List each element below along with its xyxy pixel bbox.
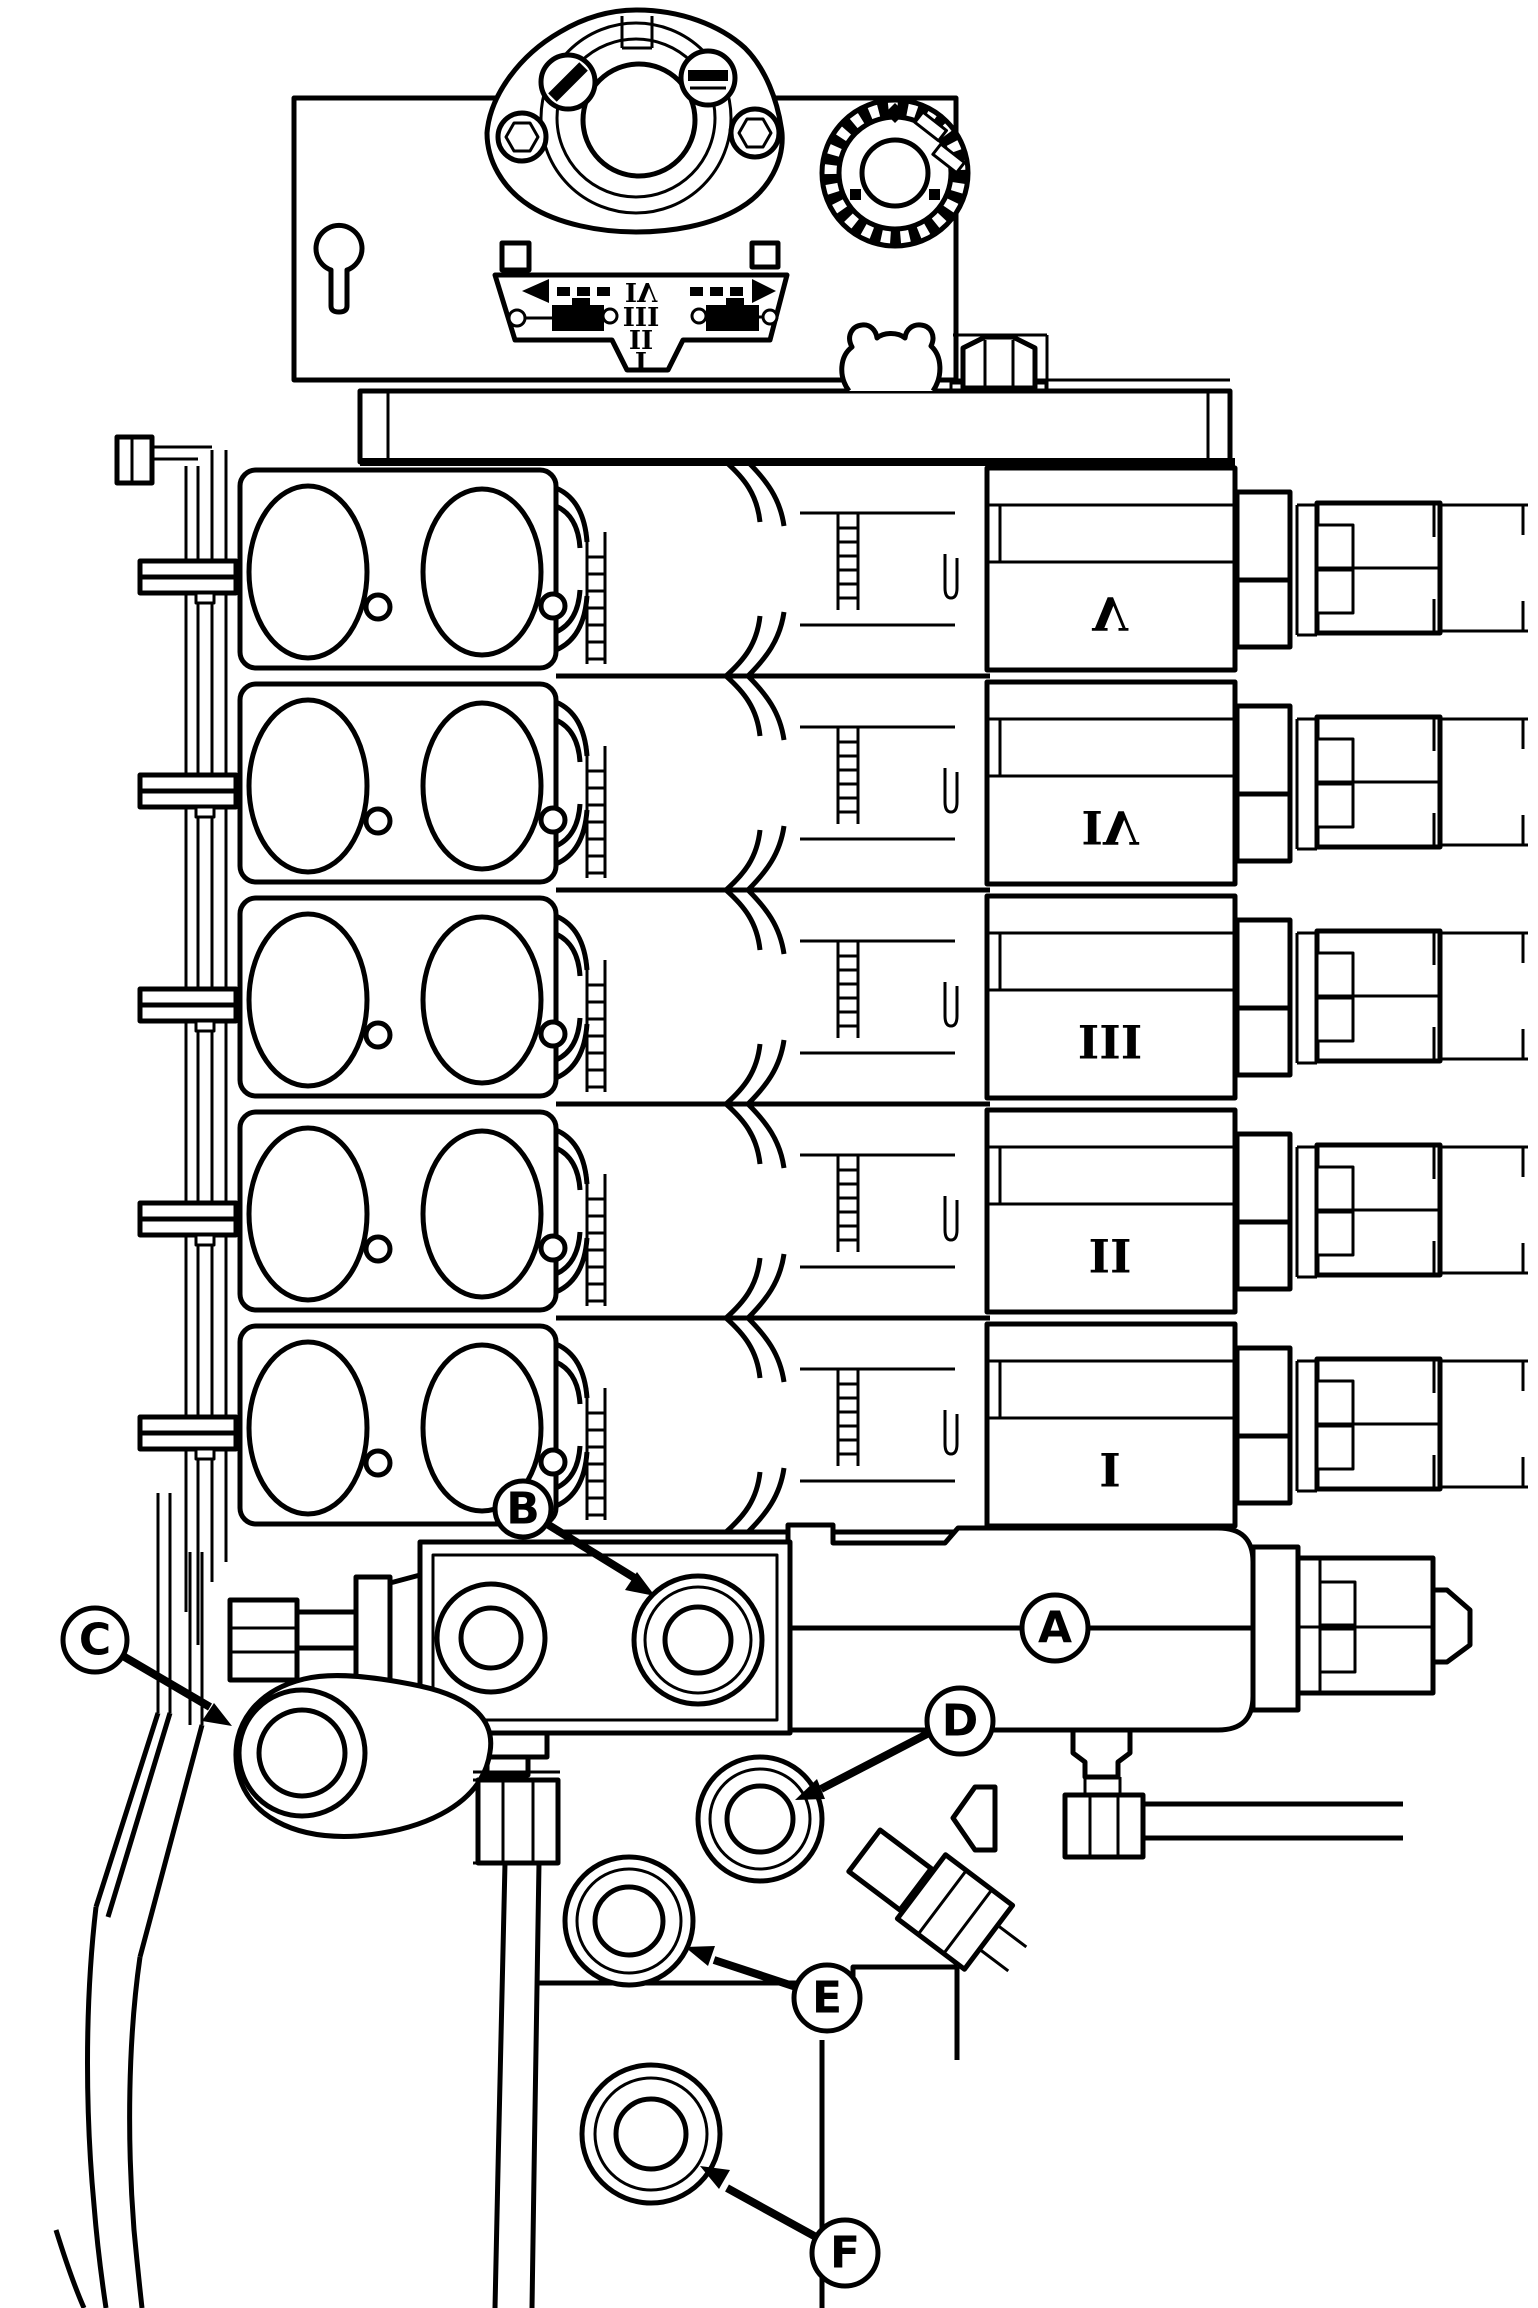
port-c bbox=[236, 1687, 368, 1819]
callout-d-letter: D bbox=[942, 1696, 979, 1747]
left-bracket-and-hoses bbox=[53, 1493, 494, 2308]
callout-d: D bbox=[795, 1685, 996, 1800]
port-e bbox=[562, 1854, 696, 1988]
hex-bolt-right bbox=[728, 106, 782, 160]
diagonal-fitting bbox=[846, 1784, 1028, 1973]
left-pipe-rail bbox=[114, 434, 228, 1645]
instruction-plate: IV III II I bbox=[492, 272, 790, 375]
panel-square-left bbox=[499, 240, 532, 273]
panel-square-right bbox=[749, 240, 781, 270]
pipe-clamp-1 bbox=[140, 561, 236, 603]
end-fitting-bottom bbox=[1295, 1555, 1473, 1696]
plate-numeral-2: II bbox=[629, 323, 653, 353]
bottom-hose-fitting bbox=[473, 1770, 561, 2308]
callout-c-letter: C bbox=[79, 1615, 111, 1666]
slotted-screw-left bbox=[538, 52, 598, 112]
gear-diamond-mark bbox=[885, 103, 905, 123]
port-f bbox=[579, 2062, 723, 2206]
plate-numeral-4: IV bbox=[625, 276, 658, 306]
callout-b: B bbox=[492, 1478, 655, 1596]
callout-f-letter: F bbox=[830, 2228, 860, 2279]
callout-e: E bbox=[685, 1946, 863, 2034]
section-label-ii: II bbox=[1088, 1228, 1131, 1282]
valve-section-iv bbox=[240, 676, 1528, 890]
left-arrow-icon bbox=[522, 279, 610, 303]
keyhole-slot bbox=[313, 223, 365, 315]
lower-casting-edges bbox=[537, 1964, 960, 2308]
hex-nut-top bbox=[949, 334, 1048, 391]
callout-f: F bbox=[700, 2166, 881, 2289]
plate-numeral-1: I bbox=[635, 345, 647, 375]
callout-a: A bbox=[1019, 1592, 1091, 1664]
hex-bolt-left bbox=[495, 110, 549, 164]
valve-subplate bbox=[357, 322, 1235, 466]
valve-section-i bbox=[240, 1318, 1528, 1532]
valve-body bbox=[140, 462, 1528, 1535]
callout-a-letter: A bbox=[1038, 1603, 1072, 1654]
mounting-flange bbox=[484, 7, 785, 235]
valve-section-iii bbox=[240, 890, 1528, 1104]
port-d bbox=[695, 1754, 825, 1884]
callout-c: C bbox=[60, 1605, 232, 1726]
valve-section-v bbox=[240, 462, 1528, 676]
bottom-right-pipes bbox=[1062, 1777, 1403, 1860]
body-foot bbox=[1070, 1730, 1133, 1780]
pipe-clamp-2 bbox=[140, 775, 236, 817]
cylinder-icon-right bbox=[690, 298, 779, 331]
pipe-clamp-4 bbox=[140, 1203, 236, 1245]
cylinder-icon-left bbox=[507, 298, 619, 331]
breather-clip bbox=[839, 322, 943, 393]
callout-e-letter: E bbox=[812, 1973, 842, 2024]
flange-bore bbox=[580, 61, 698, 179]
slotted-screw-right bbox=[678, 48, 738, 108]
port-b bbox=[631, 1573, 765, 1707]
side-bolt-fitting bbox=[227, 1572, 423, 1695]
adjustment-gear bbox=[819, 97, 971, 249]
section-label-iii: III bbox=[1078, 1014, 1143, 1068]
pipe-clamp-3 bbox=[140, 989, 236, 1031]
pipe-clamp-5 bbox=[140, 1417, 236, 1459]
plate-numeral-3: III bbox=[623, 300, 660, 330]
right-arrow-icon bbox=[690, 279, 776, 303]
section-label-v: V bbox=[1091, 586, 1129, 640]
valve-section-ii bbox=[240, 1104, 1528, 1318]
port-b-left bbox=[434, 1581, 548, 1695]
callout-b-letter: B bbox=[506, 1484, 540, 1535]
section-label-iv: IV bbox=[1081, 800, 1140, 854]
section-label-i: I bbox=[1099, 1442, 1121, 1496]
